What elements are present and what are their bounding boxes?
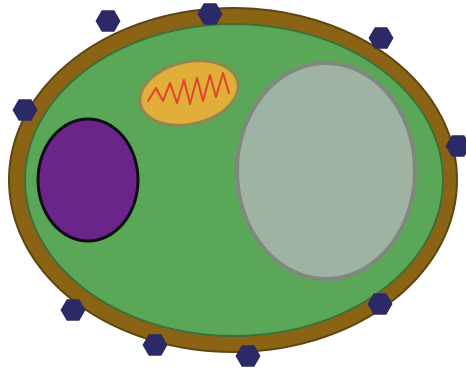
nucleus [38,119,138,241]
vacuole [237,63,415,279]
